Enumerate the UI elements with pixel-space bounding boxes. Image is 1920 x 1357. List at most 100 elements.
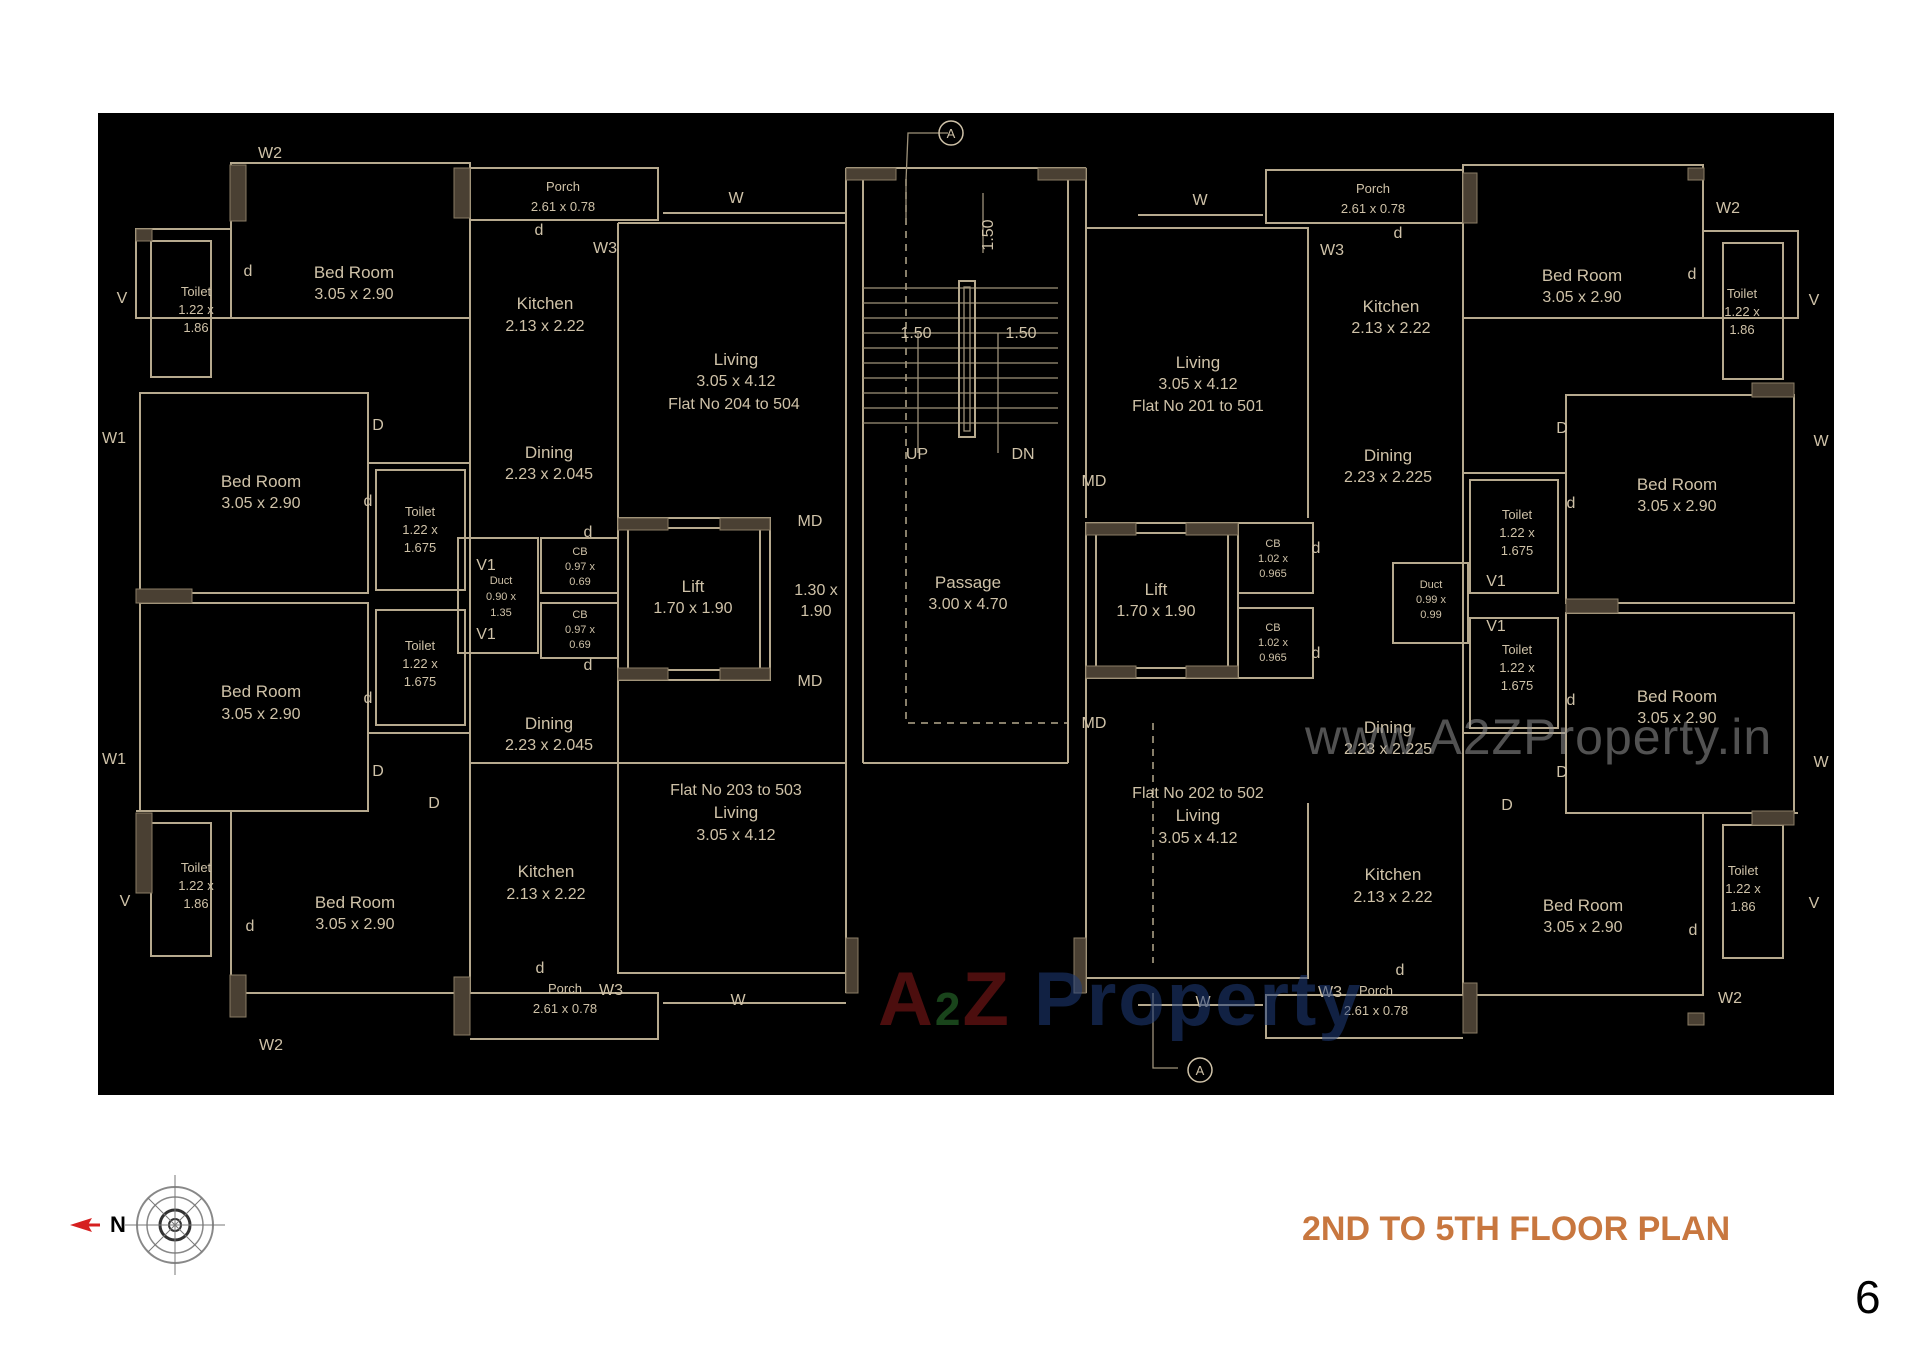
- svg-text:0.69: 0.69: [569, 576, 590, 588]
- svg-text:2.61 x 0.78: 2.61 x 0.78: [1341, 201, 1405, 216]
- svg-text:1.22 x: 1.22 x: [1499, 660, 1535, 675]
- svg-text:3.05 x 2.90: 3.05 x 2.90: [221, 495, 300, 512]
- room-label-r-bed-top: Bed Room 3.05 x 2.90: [1542, 266, 1622, 306]
- svg-text:1.22 x: 1.22 x: [402, 656, 438, 671]
- svg-text:1.86: 1.86: [183, 320, 208, 335]
- svg-text:Bed Room: Bed Room: [221, 472, 301, 491]
- svg-text:Flat No 202 to 502: Flat No 202 to 502: [1132, 785, 1264, 802]
- svg-text:Living: Living: [714, 803, 758, 822]
- svg-text:3.05 x 2.90: 3.05 x 2.90: [314, 286, 393, 303]
- svg-text:3.05 x 2.90: 3.05 x 2.90: [1542, 289, 1621, 306]
- room-label-r-bed-mid2: Bed Room 3.05 x 2.90: [1637, 687, 1717, 727]
- room-label-r-cb-bot: CB 1.02 x 0.965: [1258, 622, 1288, 664]
- north-label: N: [110, 1212, 126, 1237]
- svg-text:Passage: Passage: [935, 573, 1001, 592]
- room-label-l-living-bot: Flat No 203 to 503 Living 3.05 x 4.12: [670, 782, 802, 844]
- svg-text:3.05 x 4.12: 3.05 x 4.12: [1158, 830, 1237, 847]
- floor-plan-panel: Bed Room 3.05 x 2.90 Toilet 1.22 x 1.86 …: [98, 113, 1834, 1095]
- stair-dimensions: 1.50 1.50 1.50: [900, 219, 1036, 342]
- svg-text:d: d: [1689, 922, 1698, 939]
- svg-text:Kitchen: Kitchen: [1365, 865, 1422, 884]
- svg-text:Toilet: Toilet: [1727, 286, 1758, 301]
- room-label-r-bed-bot: Bed Room 3.05 x 2.90: [1543, 896, 1623, 936]
- svg-text:Porch: Porch: [546, 179, 580, 194]
- room-label-l-porch-bot: Porch 2.61 x 0.78: [533, 981, 597, 1016]
- svg-text:1.86: 1.86: [1729, 322, 1754, 337]
- svg-text:d: d: [535, 222, 544, 239]
- svg-text:d: d: [246, 918, 255, 935]
- svg-text:0.965: 0.965: [1259, 652, 1287, 664]
- svg-text:d: d: [1312, 540, 1321, 557]
- svg-text:Bed Room: Bed Room: [221, 682, 301, 701]
- room-label-r-toilet-mid2: Toilet 1.22 x 1.675: [1499, 642, 1535, 693]
- svg-text:CB: CB: [572, 609, 587, 621]
- svg-text:0.965: 0.965: [1259, 568, 1287, 580]
- section-marker-top: A: [938, 120, 964, 146]
- svg-text:1.50: 1.50: [900, 325, 931, 342]
- room-label-l-dining-bot: Dining 2.23 x 2.045: [505, 714, 593, 754]
- svg-text:Toilet: Toilet: [181, 860, 212, 875]
- svg-text:3.05 x 2.90: 3.05 x 2.90: [1637, 498, 1716, 515]
- svg-text:MD: MD: [798, 673, 823, 690]
- window-tags: W2 W2 W2 W2 W W W W W1 W1 W W W3 W3 W3 W…: [102, 145, 1829, 1054]
- svg-text:d: d: [364, 690, 373, 707]
- svg-text:Toilet: Toilet: [181, 284, 212, 299]
- svg-text:Bed Room: Bed Room: [315, 893, 395, 912]
- room-label-l-dining-top: Dining 2.23 x 2.045: [505, 443, 593, 483]
- svg-text:1.02 x: 1.02 x: [1258, 553, 1288, 565]
- svg-text:3.05 x 2.90: 3.05 x 2.90: [221, 706, 300, 723]
- svg-text:Bed Room: Bed Room: [1543, 896, 1623, 915]
- room-label-l-cb-bot: CB 0.97 x 0.69: [565, 609, 595, 651]
- svg-text:Duct: Duct: [490, 575, 513, 587]
- svg-text:2.61 x 0.78: 2.61 x 0.78: [1344, 1003, 1408, 1018]
- room-label-l-toilet-mid1: Toilet 1.22 x 1.675: [402, 504, 438, 555]
- room-label-r-kitchen-bot: Kitchen 2.13 x 2.22: [1353, 865, 1432, 906]
- floor-plan-drawing: Bed Room 3.05 x 2.90 Toilet 1.22 x 1.86 …: [102, 120, 1829, 1083]
- svg-text:CB: CB: [572, 546, 587, 558]
- room-label-l-lobby: 1.30 x 1.90: [794, 582, 838, 620]
- svg-text:Kitchen: Kitchen: [517, 294, 574, 313]
- svg-text:3.05 x 4.12: 3.05 x 4.12: [696, 373, 775, 390]
- svg-text:1.22 x: 1.22 x: [1725, 881, 1761, 896]
- svg-text:W2: W2: [1716, 200, 1740, 217]
- svg-text:MD: MD: [798, 513, 823, 530]
- room-label-r-duct: Duct 0.99 x 0.99: [1416, 579, 1446, 621]
- svg-text:W: W: [1813, 433, 1829, 450]
- room-label-r-cb-top: CB 1.02 x 0.965: [1258, 538, 1288, 580]
- svg-text:CB: CB: [1265, 622, 1280, 634]
- svg-text:V: V: [117, 290, 128, 307]
- svg-text:d: d: [584, 657, 593, 674]
- svg-text:Kitchen: Kitchen: [518, 862, 575, 881]
- svg-text:2.23 x 2.045: 2.23 x 2.045: [505, 466, 593, 483]
- svg-text:Toilet: Toilet: [1502, 507, 1533, 522]
- room-label-r-porch-bot: Porch 2.61 x 0.78: [1344, 983, 1408, 1018]
- svg-text:Lift: Lift: [1145, 580, 1168, 599]
- svg-text:1.22 x: 1.22 x: [178, 878, 214, 893]
- svg-text:Dining: Dining: [1364, 446, 1412, 465]
- room-label-l-bed-bot: Bed Room 3.05 x 2.90: [315, 893, 395, 933]
- svg-text:d: d: [584, 524, 593, 541]
- svg-text:V1: V1: [1486, 573, 1506, 590]
- svg-text:A: A: [947, 126, 956, 141]
- svg-text:d: d: [1396, 962, 1405, 979]
- svg-text:Toilet: Toilet: [1502, 642, 1533, 657]
- svg-text:Living: Living: [1176, 353, 1220, 372]
- svg-text:2.23 x 2.045: 2.23 x 2.045: [505, 737, 593, 754]
- room-label-l-lift: Lift 1.70 x 1.90: [653, 577, 732, 617]
- svg-text:1.22 x: 1.22 x: [402, 522, 438, 537]
- svg-text:0.97 x: 0.97 x: [565, 624, 595, 636]
- svg-text:1.30 x: 1.30 x: [794, 582, 838, 599]
- svg-text:V1: V1: [476, 626, 496, 643]
- svg-text:Flat No 203 to 503: Flat No 203 to 503: [670, 782, 802, 799]
- svg-text:2.13 x 2.22: 2.13 x 2.22: [506, 886, 585, 903]
- svg-text:1.02 x: 1.02 x: [1258, 637, 1288, 649]
- room-label-r-bed-mid1: Bed Room 3.05 x 2.90: [1637, 475, 1717, 515]
- svg-text:3.05 x 4.12: 3.05 x 4.12: [696, 827, 775, 844]
- room-label-l-bed-mid2: Bed Room 3.05 x 2.90: [221, 682, 301, 723]
- svg-text:DN: DN: [1011, 446, 1034, 463]
- svg-text:Kitchen: Kitchen: [1363, 297, 1420, 316]
- svg-text:W: W: [1813, 754, 1829, 771]
- svg-text:2.13 x 2.22: 2.13 x 2.22: [505, 318, 584, 335]
- svg-text:1.675: 1.675: [404, 674, 437, 689]
- svg-text:1.675: 1.675: [404, 540, 437, 555]
